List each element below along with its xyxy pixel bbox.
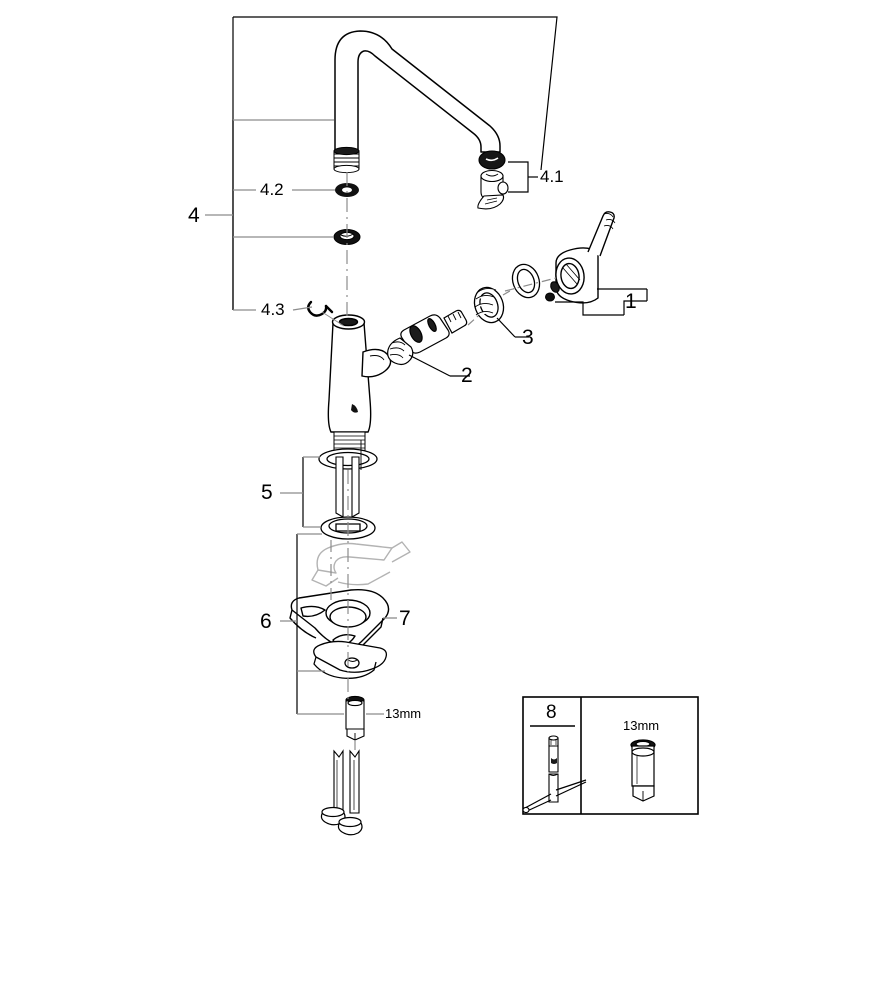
leader-4-1 (508, 161, 538, 193)
trim-ring (511, 263, 541, 299)
o-ring-4-2 (335, 183, 359, 197)
callout-7: 7 (399, 607, 411, 630)
callout-2: 2 (461, 364, 473, 387)
callout-4-3: 4.3 (261, 300, 285, 319)
callout-3: 3 (522, 326, 534, 349)
ghost-gasket (311, 541, 411, 587)
cartridge-ring-3 (473, 286, 505, 324)
callout-wrench-size: 13mm (385, 706, 422, 721)
inset-tool-8 (522, 735, 587, 814)
leader-3-chain (467, 287, 516, 326)
callout-4: 4 (188, 204, 200, 227)
cartridge-2 (387, 309, 468, 366)
threaded-rods (333, 749, 360, 814)
handle-1 (555, 211, 616, 304)
leader-5 (280, 456, 321, 528)
leader-1 (555, 288, 648, 316)
spout-base-thread (333, 146, 360, 174)
retaining-clip-4-3 (307, 300, 334, 317)
spout-tube (334, 30, 501, 153)
callout-5: 5 (261, 481, 273, 504)
mixer-body (327, 314, 392, 433)
leader-2 (408, 354, 470, 377)
callout-1: 1 (625, 290, 637, 313)
callout-4-1: 4.1 (540, 167, 564, 186)
clamp-plate (313, 640, 388, 679)
handle-set-screw (545, 281, 560, 302)
rod-nuts (320, 806, 363, 836)
inset-socket-13mm (630, 739, 656, 802)
leader-3 (496, 317, 529, 338)
mounting-studs-5 (335, 440, 362, 518)
socket-nut (345, 695, 365, 741)
callout-4-2: 4.2 (260, 180, 284, 199)
leader-6 (280, 533, 344, 715)
inset-tool-number: 8 (546, 702, 557, 723)
inset-socket-size: 13mm (623, 718, 660, 733)
assembly-centerline (330, 172, 356, 752)
leader-group-4 (205, 119, 345, 327)
flange-washer-5 (318, 448, 378, 470)
aerator-assembly (477, 150, 509, 210)
callout-6: 6 (260, 610, 272, 633)
